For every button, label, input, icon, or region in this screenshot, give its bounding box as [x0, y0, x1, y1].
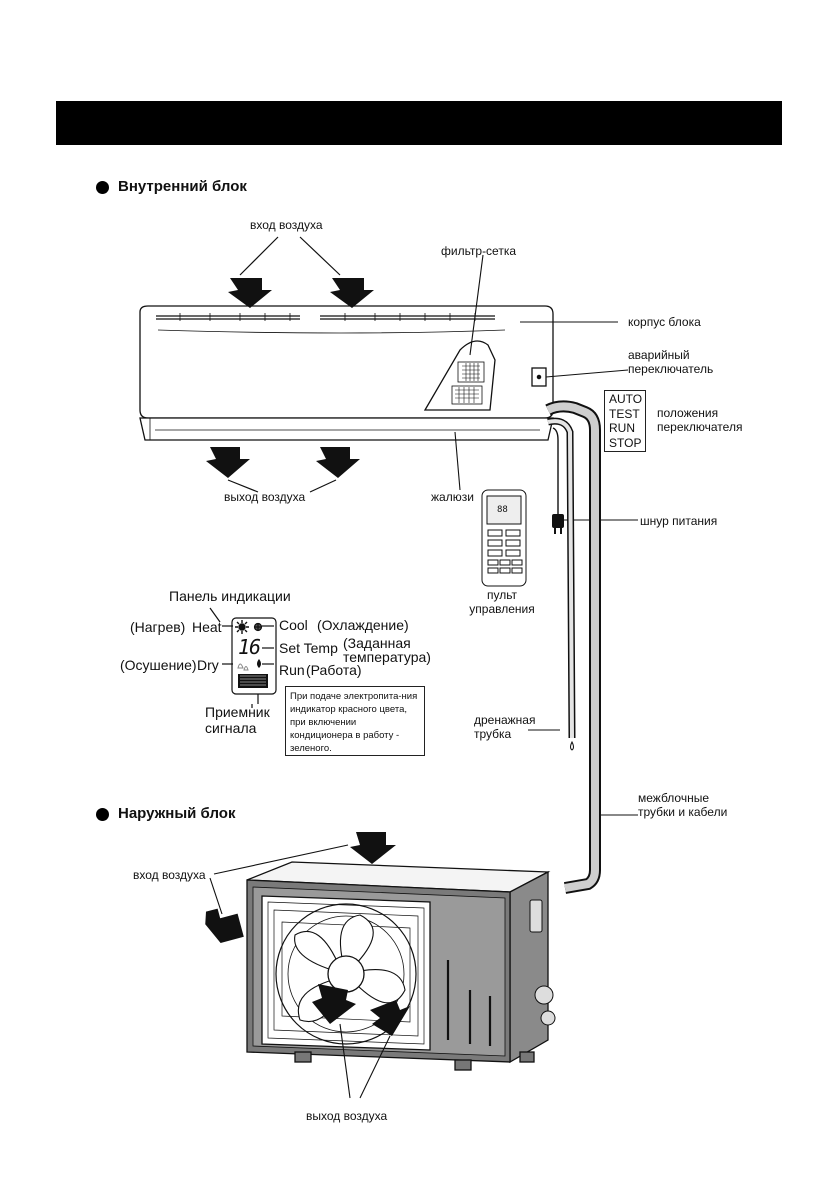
air-in-arrows [228, 278, 374, 308]
outdoor-air-in-arrows [205, 832, 396, 943]
set-temp-ru-label: (Заданная температура) [343, 635, 431, 665]
interconnect-label: межблочные трубки и кабели [638, 791, 728, 819]
remote-label: пульт управления [469, 588, 535, 616]
receiver-window [238, 674, 268, 688]
bullet-icon [96, 181, 109, 194]
interconnect-piping [545, 400, 601, 894]
remote-control: 88 [481, 489, 527, 587]
heat-label: Heat [192, 619, 222, 635]
bullet-icon [96, 808, 109, 821]
outdoor-air-in-label: вход воздуха [133, 868, 206, 882]
plug-icon [552, 514, 564, 534]
emergency-switch-label: аварийный переключатель [628, 348, 714, 376]
run-icon [257, 659, 261, 668]
outdoor-section-title: Наружный блок [118, 805, 236, 822]
run-ru-label: (Работа) [306, 662, 362, 678]
dry-ru-label: (Осушение) [120, 657, 197, 673]
mode-auto: AUTO [609, 392, 643, 406]
filter-label: фильтр-сетка [441, 244, 517, 258]
indoor-unit [139, 305, 554, 441]
louvers-label: жалюзи [431, 490, 474, 504]
heat-ru-label: (Нагрев) [130, 619, 186, 635]
air-out-arrows [206, 447, 360, 478]
receiver-label: Приемник сигнала [205, 704, 270, 736]
mode-run: RUN [609, 421, 635, 435]
outdoor-air-out-arrows [312, 984, 410, 1036]
run-label: Run [279, 662, 305, 678]
svg-text:88: 88 [497, 505, 508, 515]
switch-positions-label: положения переключателя [657, 406, 743, 434]
mode-test: TEST [609, 406, 640, 421]
body-label: корпус блока [628, 315, 701, 329]
power-cord-label: шнур питания [640, 514, 718, 528]
header-banner [56, 101, 782, 145]
switch-modes-box: AUTO TEST RUN STOP [604, 390, 646, 452]
sun-icon [235, 620, 249, 634]
indicator-note: При подаче электропита-ния индикатор кра… [285, 686, 425, 756]
drop-icon [570, 740, 574, 751]
outdoor-air-out-label: выход воздуха [306, 1109, 388, 1123]
indoor-section-title: Внутренний блок [118, 178, 247, 195]
air-in-label: вход воздуха [250, 218, 323, 232]
dry-label: Dry [197, 657, 219, 673]
air-out-label: выход воздуха [224, 490, 306, 504]
display-panel-title: Панель индикации [169, 588, 291, 604]
set-temp-label: Set Temp [279, 640, 338, 656]
cool-label: Cool [279, 617, 308, 633]
temperature-display: 16 [238, 635, 261, 659]
drain-pipe-label: дренажная трубка [474, 713, 536, 741]
dry-icon [237, 663, 249, 671]
cool-ru-label: (Охлаждение) [317, 617, 409, 633]
mode-stop: STOP [609, 435, 642, 450]
snowflake-icon [253, 622, 263, 632]
outdoor-unit [246, 861, 556, 1071]
